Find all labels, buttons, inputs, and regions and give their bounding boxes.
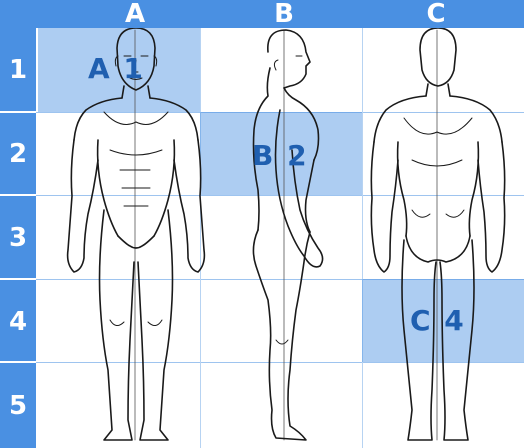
grid-line-row-3-4: [0, 279, 524, 280]
row-divider: [0, 278, 36, 280]
row-divider: [0, 194, 36, 196]
row-divider: [0, 111, 36, 113]
column-header-bar: [0, 0, 524, 28]
highlight-cell-b2: [200, 112, 362, 195]
row-label-2: 2: [8, 139, 28, 169]
highlight-label-b2: B 2: [252, 139, 309, 172]
row-label-4: 4: [8, 307, 28, 337]
grid-line-col-a-b: [200, 28, 201, 448]
highlight-label-a1: A 1: [88, 52, 145, 85]
side-view-figure: [252, 29, 324, 441]
row-label-5: 5: [8, 391, 28, 421]
front-view-figure: [66, 27, 206, 441]
grid-line-row-1-2: [0, 112, 524, 113]
row-label-3: 3: [8, 223, 28, 253]
column-label-a: A: [124, 0, 146, 29]
row-label-1: 1: [8, 55, 28, 85]
grid-line-row-2-3: [0, 195, 524, 196]
column-label-b: B: [274, 0, 294, 29]
row-divider: [0, 361, 36, 363]
grid-line-col-b-c: [362, 28, 363, 448]
highlight-label-c4: C 4: [410, 304, 466, 337]
row-header-bar: [0, 0, 36, 448]
column-label-c: C: [426, 0, 446, 29]
grid-line-row-4-5: [0, 362, 524, 363]
back-view-figure: [370, 27, 506, 441]
